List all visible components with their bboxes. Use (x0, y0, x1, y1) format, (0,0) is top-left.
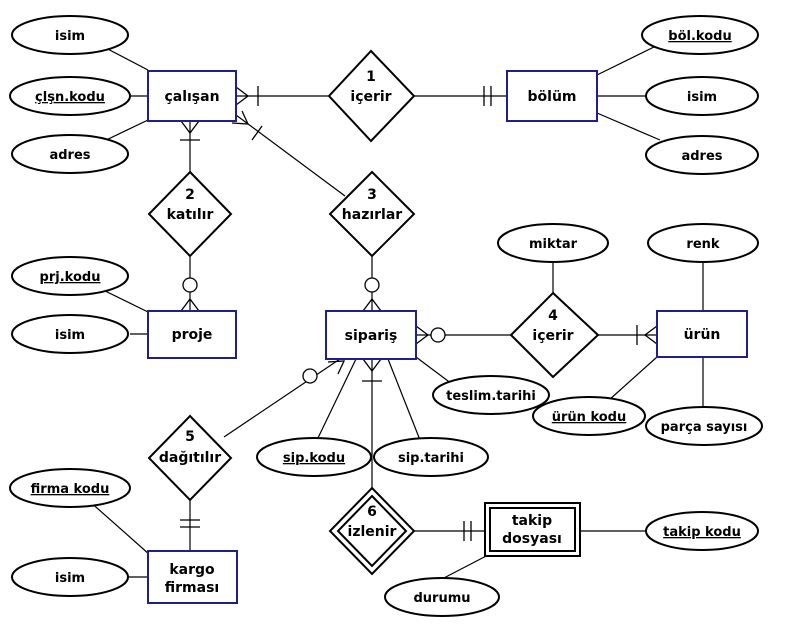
svg-text:adres: adres (49, 148, 90, 163)
entity-calisan: çalışan (147, 70, 237, 122)
relationship-1-icerir: 1 içerir (327, 49, 416, 143)
entity-urun: ürün (656, 310, 748, 358)
attribute-kargo-isim: isim (11, 557, 129, 597)
attribute-sip-kodu-key: sip.kodu (256, 437, 372, 477)
relationship-label: katılır (167, 207, 214, 223)
connector-lines (87, 43, 704, 581)
svg-text:isim: isim (55, 29, 85, 44)
attribute-proje-kodu-key: prj.kodu (11, 256, 129, 296)
entity-label: sipariş (345, 328, 398, 344)
svg-text:durumu: durumu (413, 591, 470, 606)
weak-entity-takip-dosyasi: takip dosyası (484, 502, 581, 557)
entity-label-line2: firması (165, 580, 219, 596)
entity-proje: proje (147, 310, 237, 359)
attribute-renk: renk (647, 223, 759, 263)
attribute-durumu: durumu (384, 577, 500, 617)
relationship-label: dağıtılır (159, 450, 221, 466)
attribute-miktar: miktar (497, 223, 609, 263)
svg-text:adres: adres (681, 149, 722, 164)
svg-text:miktar: miktar (529, 237, 578, 252)
attribute-calisan-isim: isim (11, 15, 129, 55)
relationship-number: 3 (367, 187, 377, 203)
attribute-bolum-kodu-key: böl.kodu (641, 15, 759, 55)
entity-label-line1: kargo (169, 562, 215, 578)
svg-text:renk: renk (686, 237, 719, 252)
entity-label-line1: takip (512, 513, 552, 529)
svg-text:ürün kodu: ürün kodu (552, 410, 627, 425)
svg-text:isim: isim (55, 571, 85, 586)
attribute-bolum-isim: isim (645, 76, 759, 116)
svg-text:firma kodu: firma kodu (31, 482, 110, 497)
entity-label: çalışan (164, 89, 219, 105)
entity-label: proje (172, 327, 213, 343)
attribute-parca-sayisi: parça sayısı (645, 406, 763, 446)
attribute-proje-isim: isim (11, 314, 129, 354)
svg-text:sip.kodu: sip.kodu (283, 451, 345, 466)
attribute-calisan-adres: adres (11, 134, 129, 174)
attribute-sip-tarihi: sip.tarihi (373, 437, 489, 477)
relationship-label: hazırlar (342, 207, 403, 223)
identifying-relationship-6-izlenir: 6 izlenir (328, 486, 416, 576)
svg-text:isim: isim (55, 328, 85, 343)
relationship-number: 4 (548, 308, 558, 324)
svg-text:prj.kodu: prj.kodu (40, 270, 101, 285)
svg-text:takip kodu: takip kodu (663, 525, 741, 540)
relationship-label: içerir (350, 89, 391, 105)
relationship-number: 1 (366, 69, 376, 85)
attribute-bolum-adres: adres (645, 135, 759, 175)
relationship-3-hazirlar: 3 hazırlar (328, 170, 416, 258)
relationship-number: 5 (185, 429, 195, 445)
attribute-takip-kodu-key: takip kodu (645, 511, 759, 551)
cardinality-marks (180, 86, 658, 541)
attribute-firma-kodu-key: firma kodu (9, 468, 131, 508)
attribute-teslim-tarihi: teslim.tarihi (432, 375, 550, 415)
entity-kargo-firmasi: kargo firması (147, 550, 238, 604)
attribute-calisan-kodu-key: çlşn.kodu (9, 76, 131, 116)
relationship-2-katilir: 2 katılır (147, 170, 233, 258)
entity-label-line2: dosyası (502, 531, 562, 547)
svg-text:sip.tarihi: sip.tarihi (398, 451, 464, 466)
relationship-label: izlenir (348, 524, 397, 540)
attribute-urun-kodu-key: ürün kodu (532, 396, 646, 436)
relationship-label: içerir (532, 328, 573, 344)
svg-text:böl.kodu: böl.kodu (668, 29, 731, 44)
relationship-5-dagitilir: 5 dağıtılır (147, 414, 233, 502)
relationship-4-icerir: 4 içerir (509, 291, 600, 379)
svg-text:teslim.tarihi: teslim.tarihi (446, 389, 536, 404)
relationship-number: 2 (185, 187, 195, 203)
svg-text:çlşn.kodu: çlşn.kodu (35, 90, 105, 105)
entity-label: bölüm (528, 89, 577, 105)
entity-siparis: sipariş (325, 310, 417, 360)
svg-text:parça sayısı: parça sayısı (661, 420, 748, 435)
svg-text:isim: isim (687, 90, 717, 105)
entity-label: ürün (684, 327, 721, 343)
entity-bolum: bölüm (506, 70, 598, 122)
relationship-number: 6 (367, 504, 377, 520)
